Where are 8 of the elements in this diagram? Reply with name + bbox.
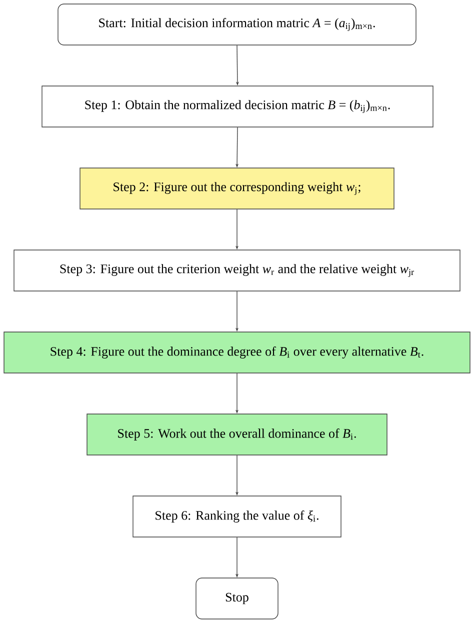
start-box: Start: Initial decision information matric A = (a$_{ij}$)$_{m×n}$. [58, 4, 416, 46]
process-box: Step 2: Figure out the corresponding weight w$_{j}$; [80, 168, 394, 210]
process-box: Step 5: Work out the overall dominance of B$_{i}$. [86, 414, 388, 456]
process-box: Step 4: Figure out the dominance degree of B$_{i}$ over every alternative B$_{t}$. [4, 332, 470, 374]
process-box: Step 6: Ranking the value of ξ$_{i}$. [132, 496, 342, 538]
process-box: Step 1: Obtain the normalized decision matric B = (b$_{ij}$)$_{m×n}$. [42, 86, 434, 128]
stop-box: Stop [196, 578, 278, 620]
process-box: Step 3: Figure out the criterion weight w$_{r}$ and the relative weight w$_{jr}$ [14, 250, 460, 292]
